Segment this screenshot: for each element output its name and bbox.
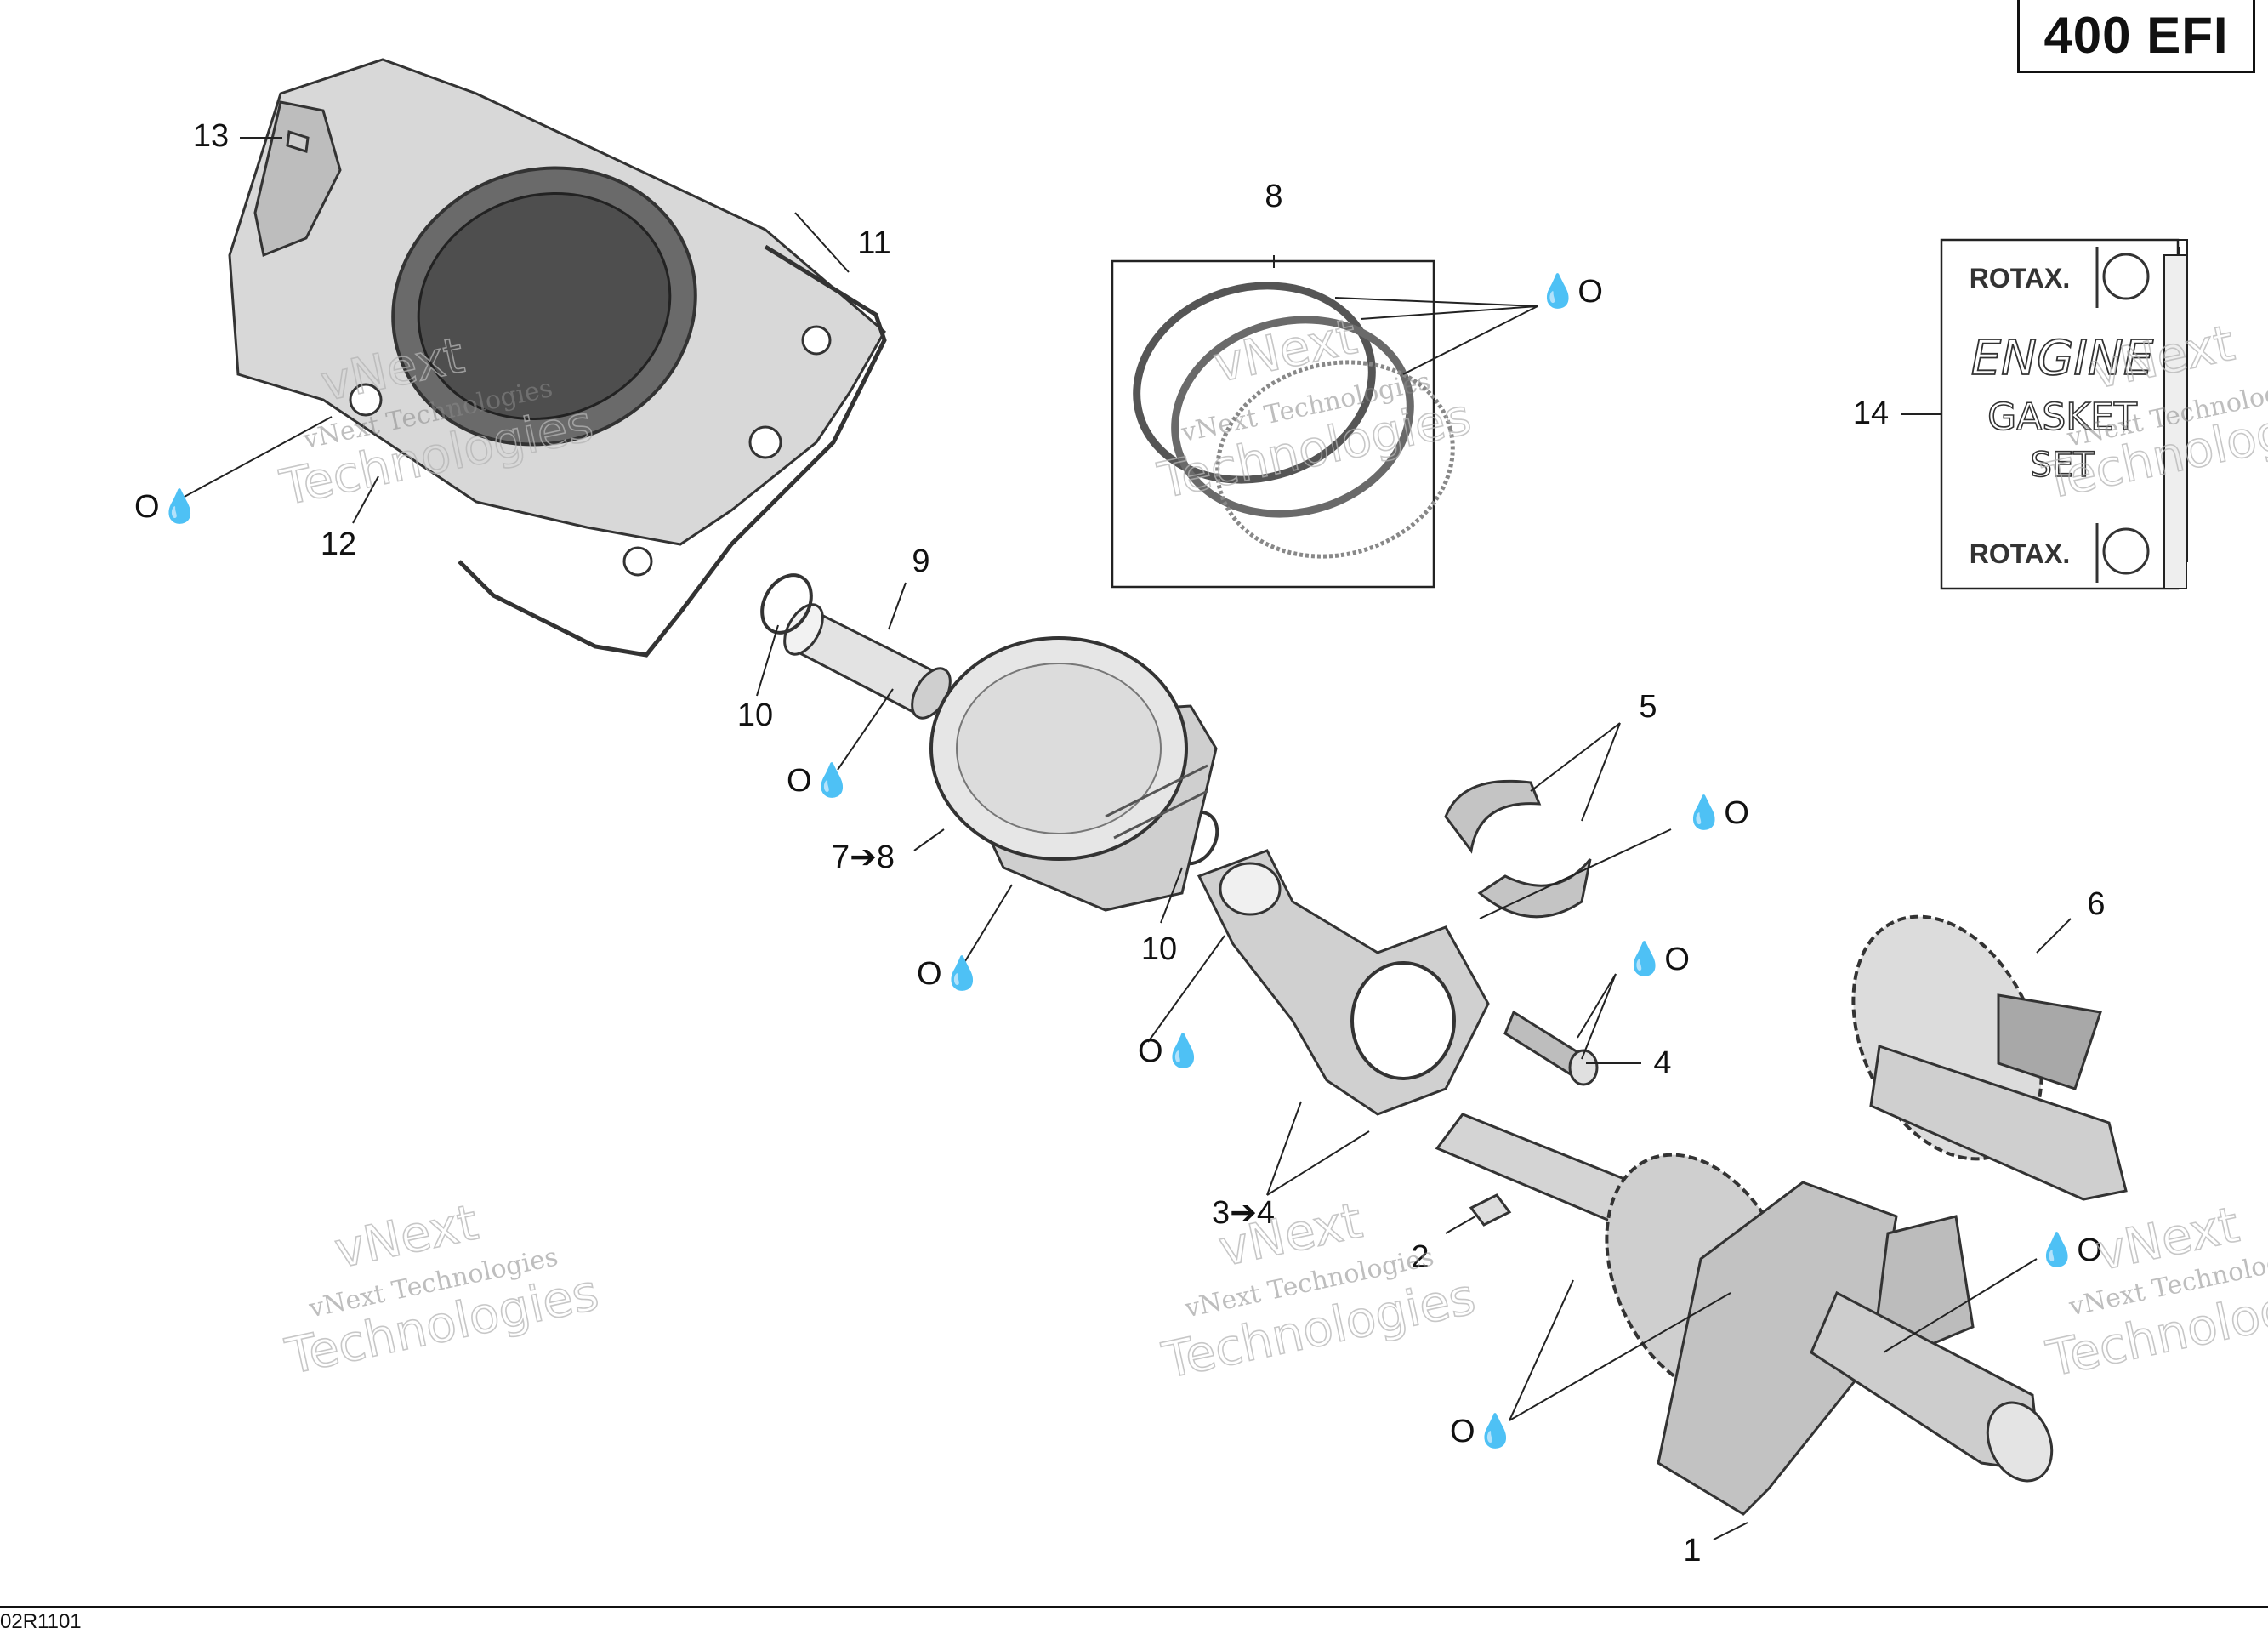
cylinder-part bbox=[228, 58, 886, 577]
callout-4: 4 bbox=[1653, 1045, 1671, 1081]
oil-mark-rings: 💧O bbox=[1538, 272, 1603, 310]
callout-6: 6 bbox=[2087, 886, 2105, 922]
oil-mark-con-rod: O💧 bbox=[1138, 1032, 1203, 1069]
gauge-icon bbox=[2102, 527, 2150, 575]
callout-1: 1 bbox=[1683, 1533, 1701, 1569]
callout-13: 13 bbox=[193, 118, 229, 154]
callout-9: 9 bbox=[912, 544, 929, 579]
callout-14: 14 bbox=[1853, 396, 1889, 431]
model-badge: 400 EFI bbox=[2017, 0, 2255, 73]
callout-10-top: 10 bbox=[737, 697, 773, 733]
gauge-icon bbox=[2102, 253, 2150, 300]
gasket-set-title-line1: ENGINE bbox=[1971, 331, 2154, 386]
piston-part bbox=[929, 636, 1218, 912]
callout-5: 5 bbox=[1639, 689, 1657, 725]
callout-11: 11 bbox=[857, 225, 890, 261]
callout-2: 2 bbox=[1411, 1239, 1429, 1275]
oil-mark-wrist-pin: O💧 bbox=[787, 761, 852, 799]
gasket-set-title-line2: GASKET bbox=[1987, 396, 2137, 439]
callout-10-bottom: 10 bbox=[1141, 931, 1177, 967]
oil-mark-rod-bolt: 💧O bbox=[1624, 940, 1690, 977]
woodruff-key-part bbox=[1469, 1193, 1512, 1227]
svg-text:vNext: vNext bbox=[1208, 307, 1361, 394]
oil-mark-bearings: 💧O bbox=[1684, 794, 1749, 831]
leader-lines bbox=[182, 137, 2072, 1540]
callout-8: 8 bbox=[1265, 179, 1282, 214]
callout-3-to-4: 3➔4 bbox=[1212, 1195, 1275, 1231]
oil-mark-crank-pin: 💧O bbox=[2037, 1231, 2102, 1268]
gasket-set-brand-bottom: ROTAX. bbox=[1970, 538, 2071, 569]
watermark-bottom-right: vNext vNext Technologies Technologies bbox=[2041, 1195, 2268, 1389]
watermark-bottom-center: vNext vNext Technologies Technologies bbox=[1157, 1191, 1481, 1391]
rod-bearing-parts bbox=[1444, 779, 1592, 919]
wrist-pin-part bbox=[783, 603, 952, 720]
oil-mark-piston: O💧 bbox=[917, 954, 982, 992]
drawing-code: 02R1101 bbox=[0, 1610, 82, 1633]
balance-shaft-part bbox=[1851, 914, 2128, 1201]
dowel-pin-part bbox=[286, 130, 310, 153]
footer-rule bbox=[0, 1606, 2268, 1608]
watermark-bottom-left: vNext vNext Technologies Technologies bbox=[280, 1193, 604, 1386]
gasket-set-booklet: ROTAX. ROTAX. ENGINE GASKET SET bbox=[1940, 238, 2188, 590]
crankshaft-part bbox=[1435, 1113, 2054, 1516]
gasket-set-brand-top: ROTAX. bbox=[1970, 263, 2071, 293]
oil-mark-cylinder: O💧 bbox=[134, 487, 200, 525]
callout-7-to-8: 7➔8 bbox=[832, 840, 895, 875]
gasket-set-title-line3: SET bbox=[2030, 446, 2095, 485]
oil-mark-crank-journal: O💧 bbox=[1450, 1412, 1515, 1449]
rod-bolt-part bbox=[1503, 1010, 1599, 1086]
callout-12: 12 bbox=[321, 527, 356, 562]
connecting-rod-part bbox=[1197, 849, 1490, 1116]
cylinder-gasket-part bbox=[458, 244, 887, 658]
